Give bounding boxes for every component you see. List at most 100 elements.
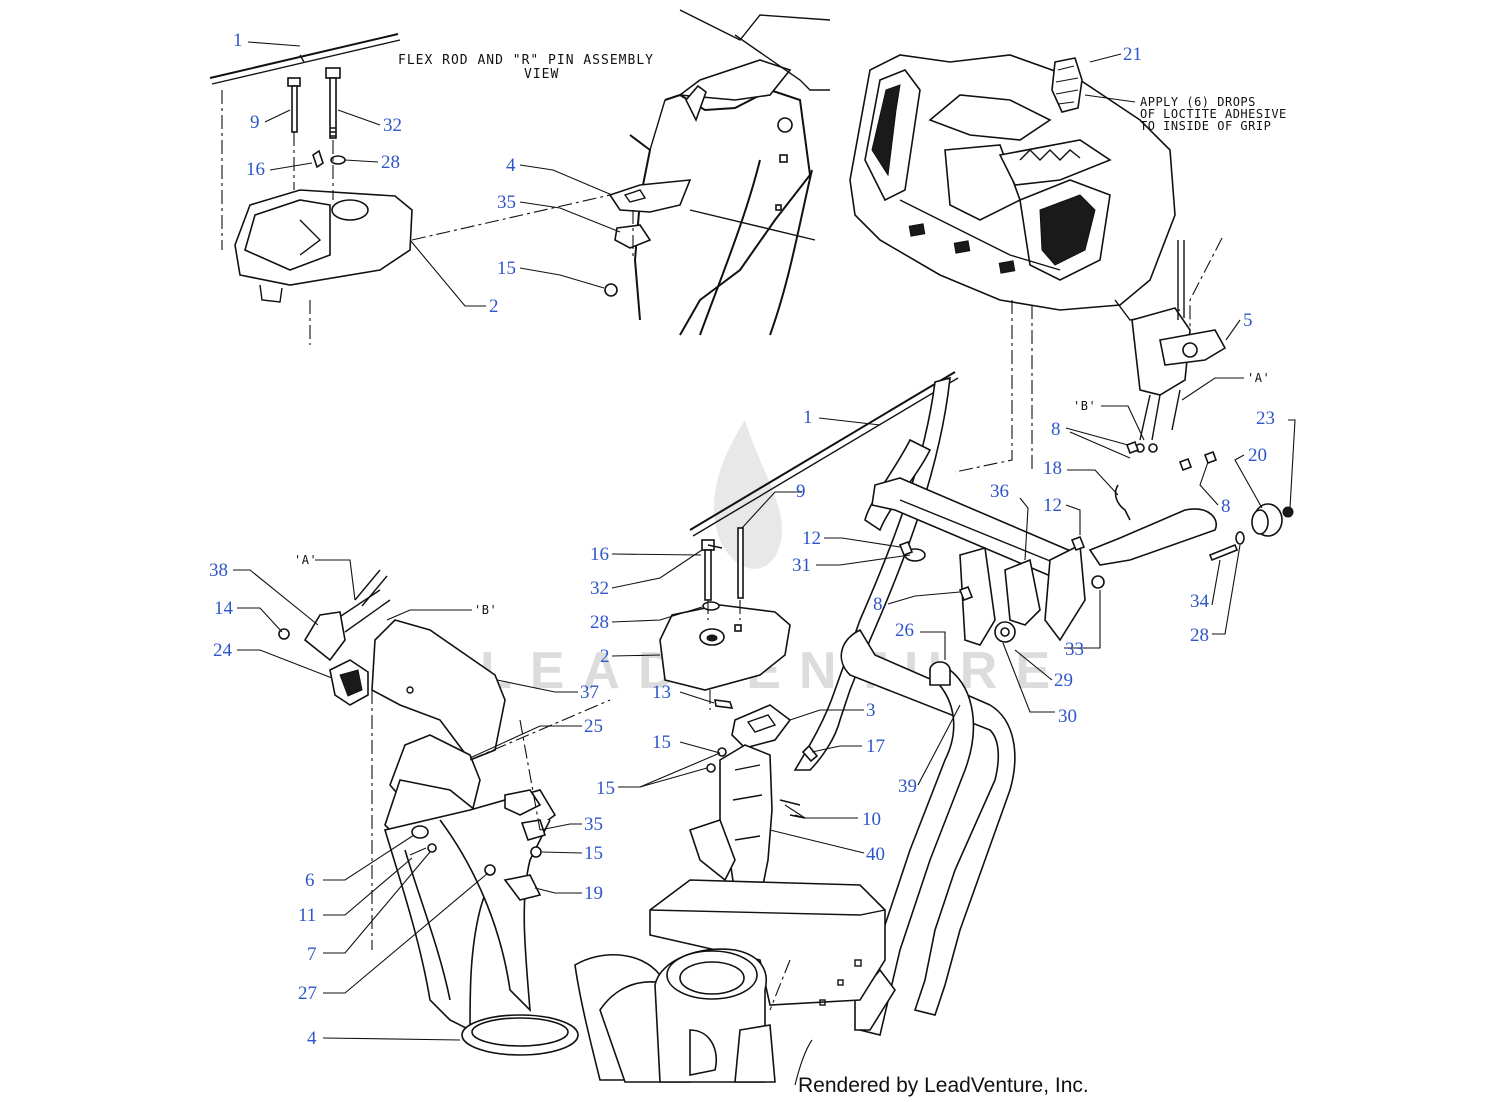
callout-30: 30 (1058, 706, 1077, 727)
nut-7-part (427, 843, 437, 853)
flex-rod-part (209, 33, 399, 79)
callout-15d: 15 (584, 843, 603, 864)
callout-a2-reference: 'A' (294, 553, 317, 567)
callout-11: 11 (298, 905, 316, 926)
washer-28c-part (1235, 531, 1245, 545)
callout-13: 13 (652, 682, 671, 703)
bolts-8-part (1125, 440, 1218, 472)
callout-4: 4 (506, 155, 516, 176)
callout-39: 39 (898, 776, 917, 797)
bolt-32b-part (701, 539, 723, 601)
callout-26: 26 (895, 620, 914, 641)
callout-35: 35 (497, 192, 516, 213)
callout-15: 15 (497, 258, 516, 279)
nut-23-part (1282, 506, 1294, 518)
grip-note-line2: OF LOCTITE ADHESIVE (1140, 107, 1287, 121)
callout-8b: 8 (1221, 496, 1231, 517)
bolt-13-part (714, 699, 734, 709)
chute-tube-part (629, 9, 831, 336)
flex-rod-assembly-view (209, 9, 831, 345)
callout-28c: 28 (1190, 625, 1209, 646)
pin-17-part (801, 744, 819, 763)
callout-37: 37 (580, 682, 599, 703)
grip-note-line1: APPLY (6) DROPS (1140, 95, 1256, 109)
callout-12: 12 (1043, 495, 1062, 516)
bracket-4-part (608, 179, 692, 213)
deflector-37-part (371, 619, 506, 761)
callout-25: 25 (584, 716, 603, 737)
nut-15d-part (530, 846, 542, 858)
bolt-9-part (287, 77, 301, 133)
clip-19-part (503, 874, 542, 901)
bracket-36-part (959, 546, 1041, 646)
washer-27-part (484, 864, 496, 876)
callout-9: 9 (250, 112, 260, 133)
nut-33-part (1091, 575, 1105, 589)
callout-18: 18 (1043, 458, 1062, 479)
chute-bracket-3-part (731, 704, 792, 749)
callout-28b: 28 (590, 612, 609, 633)
handle-frame-part (689, 371, 1217, 1036)
callout-21: 21 (1123, 44, 1142, 65)
grip-21-part (1051, 57, 1083, 113)
bolt-11-part (409, 847, 427, 856)
callout-23: 23 (1256, 408, 1275, 429)
callout-35b: 35 (584, 814, 603, 835)
callout-8c: 8 (873, 594, 883, 615)
callout-19: 19 (584, 883, 603, 904)
nut-15-part (604, 283, 618, 297)
callout-6: 6 (305, 870, 315, 891)
bolt-32-part (325, 67, 341, 139)
callout-1: 1 (233, 30, 243, 51)
callout-17: 17 (866, 736, 885, 757)
callout-16: 16 (246, 159, 265, 180)
callout-b2-reference: 'B' (474, 603, 497, 617)
callout-9b: 9 (796, 481, 806, 502)
bracket-38-part (303, 611, 346, 662)
callout-32b: 32 (590, 578, 609, 599)
callout-2: 2 (489, 296, 499, 317)
leader-lines (233, 41, 1296, 1086)
assembly-view-label-line1: FLEX ROD AND "R" PIN ASSEMBLY (398, 53, 654, 68)
dashboard-console-part (849, 54, 1181, 321)
washer-28b-part (702, 601, 720, 611)
mount-40-part (688, 744, 773, 912)
chute-deflector-assembly-part (278, 569, 579, 1056)
callout-15c: 15 (596, 778, 615, 799)
callout-4b: 4 (307, 1028, 317, 1049)
callout-24: 24 (213, 640, 233, 661)
callout-34: 34 (1190, 591, 1210, 612)
callout-36: 36 (990, 481, 1009, 502)
callout-b-reference: 'B' (1073, 399, 1096, 413)
callout-5: 5 (1243, 310, 1253, 331)
callout-27: 27 (298, 983, 317, 1004)
callout-3: 3 (866, 700, 876, 721)
callout-12b: 12 (802, 528, 821, 549)
bolt-9b-part (737, 527, 744, 599)
spacer-26-part (929, 661, 951, 686)
hairpin-18-part (1114, 484, 1131, 521)
callout-8: 8 (1051, 419, 1061, 440)
engine-housing-part (574, 879, 886, 1083)
bolt-12-part (898, 540, 914, 557)
lower-chute-part (383, 789, 557, 1032)
callout-15b: 15 (652, 732, 671, 753)
callout-10: 10 (862, 809, 881, 830)
chute-control-head-part (234, 189, 413, 303)
callout-28: 28 (381, 152, 400, 173)
callout-31: 31 (792, 555, 811, 576)
chute-control-head-2-part (659, 604, 791, 691)
assembly-view-label-line2: VIEW (524, 67, 559, 82)
washer-6-part (411, 825, 429, 839)
callout-2b: 2 (600, 646, 610, 667)
callout-33: 33 (1065, 639, 1084, 660)
callout-14: 14 (214, 598, 234, 619)
footer-credit: Rendered by LeadVenture, Inc. (798, 1074, 1089, 1097)
callout-16b: 16 (590, 544, 609, 565)
callout-20: 20 (1248, 445, 1267, 466)
knob-20-part (1251, 503, 1283, 537)
gear-24-part (329, 659, 369, 706)
pin-34-part (1208, 543, 1239, 562)
